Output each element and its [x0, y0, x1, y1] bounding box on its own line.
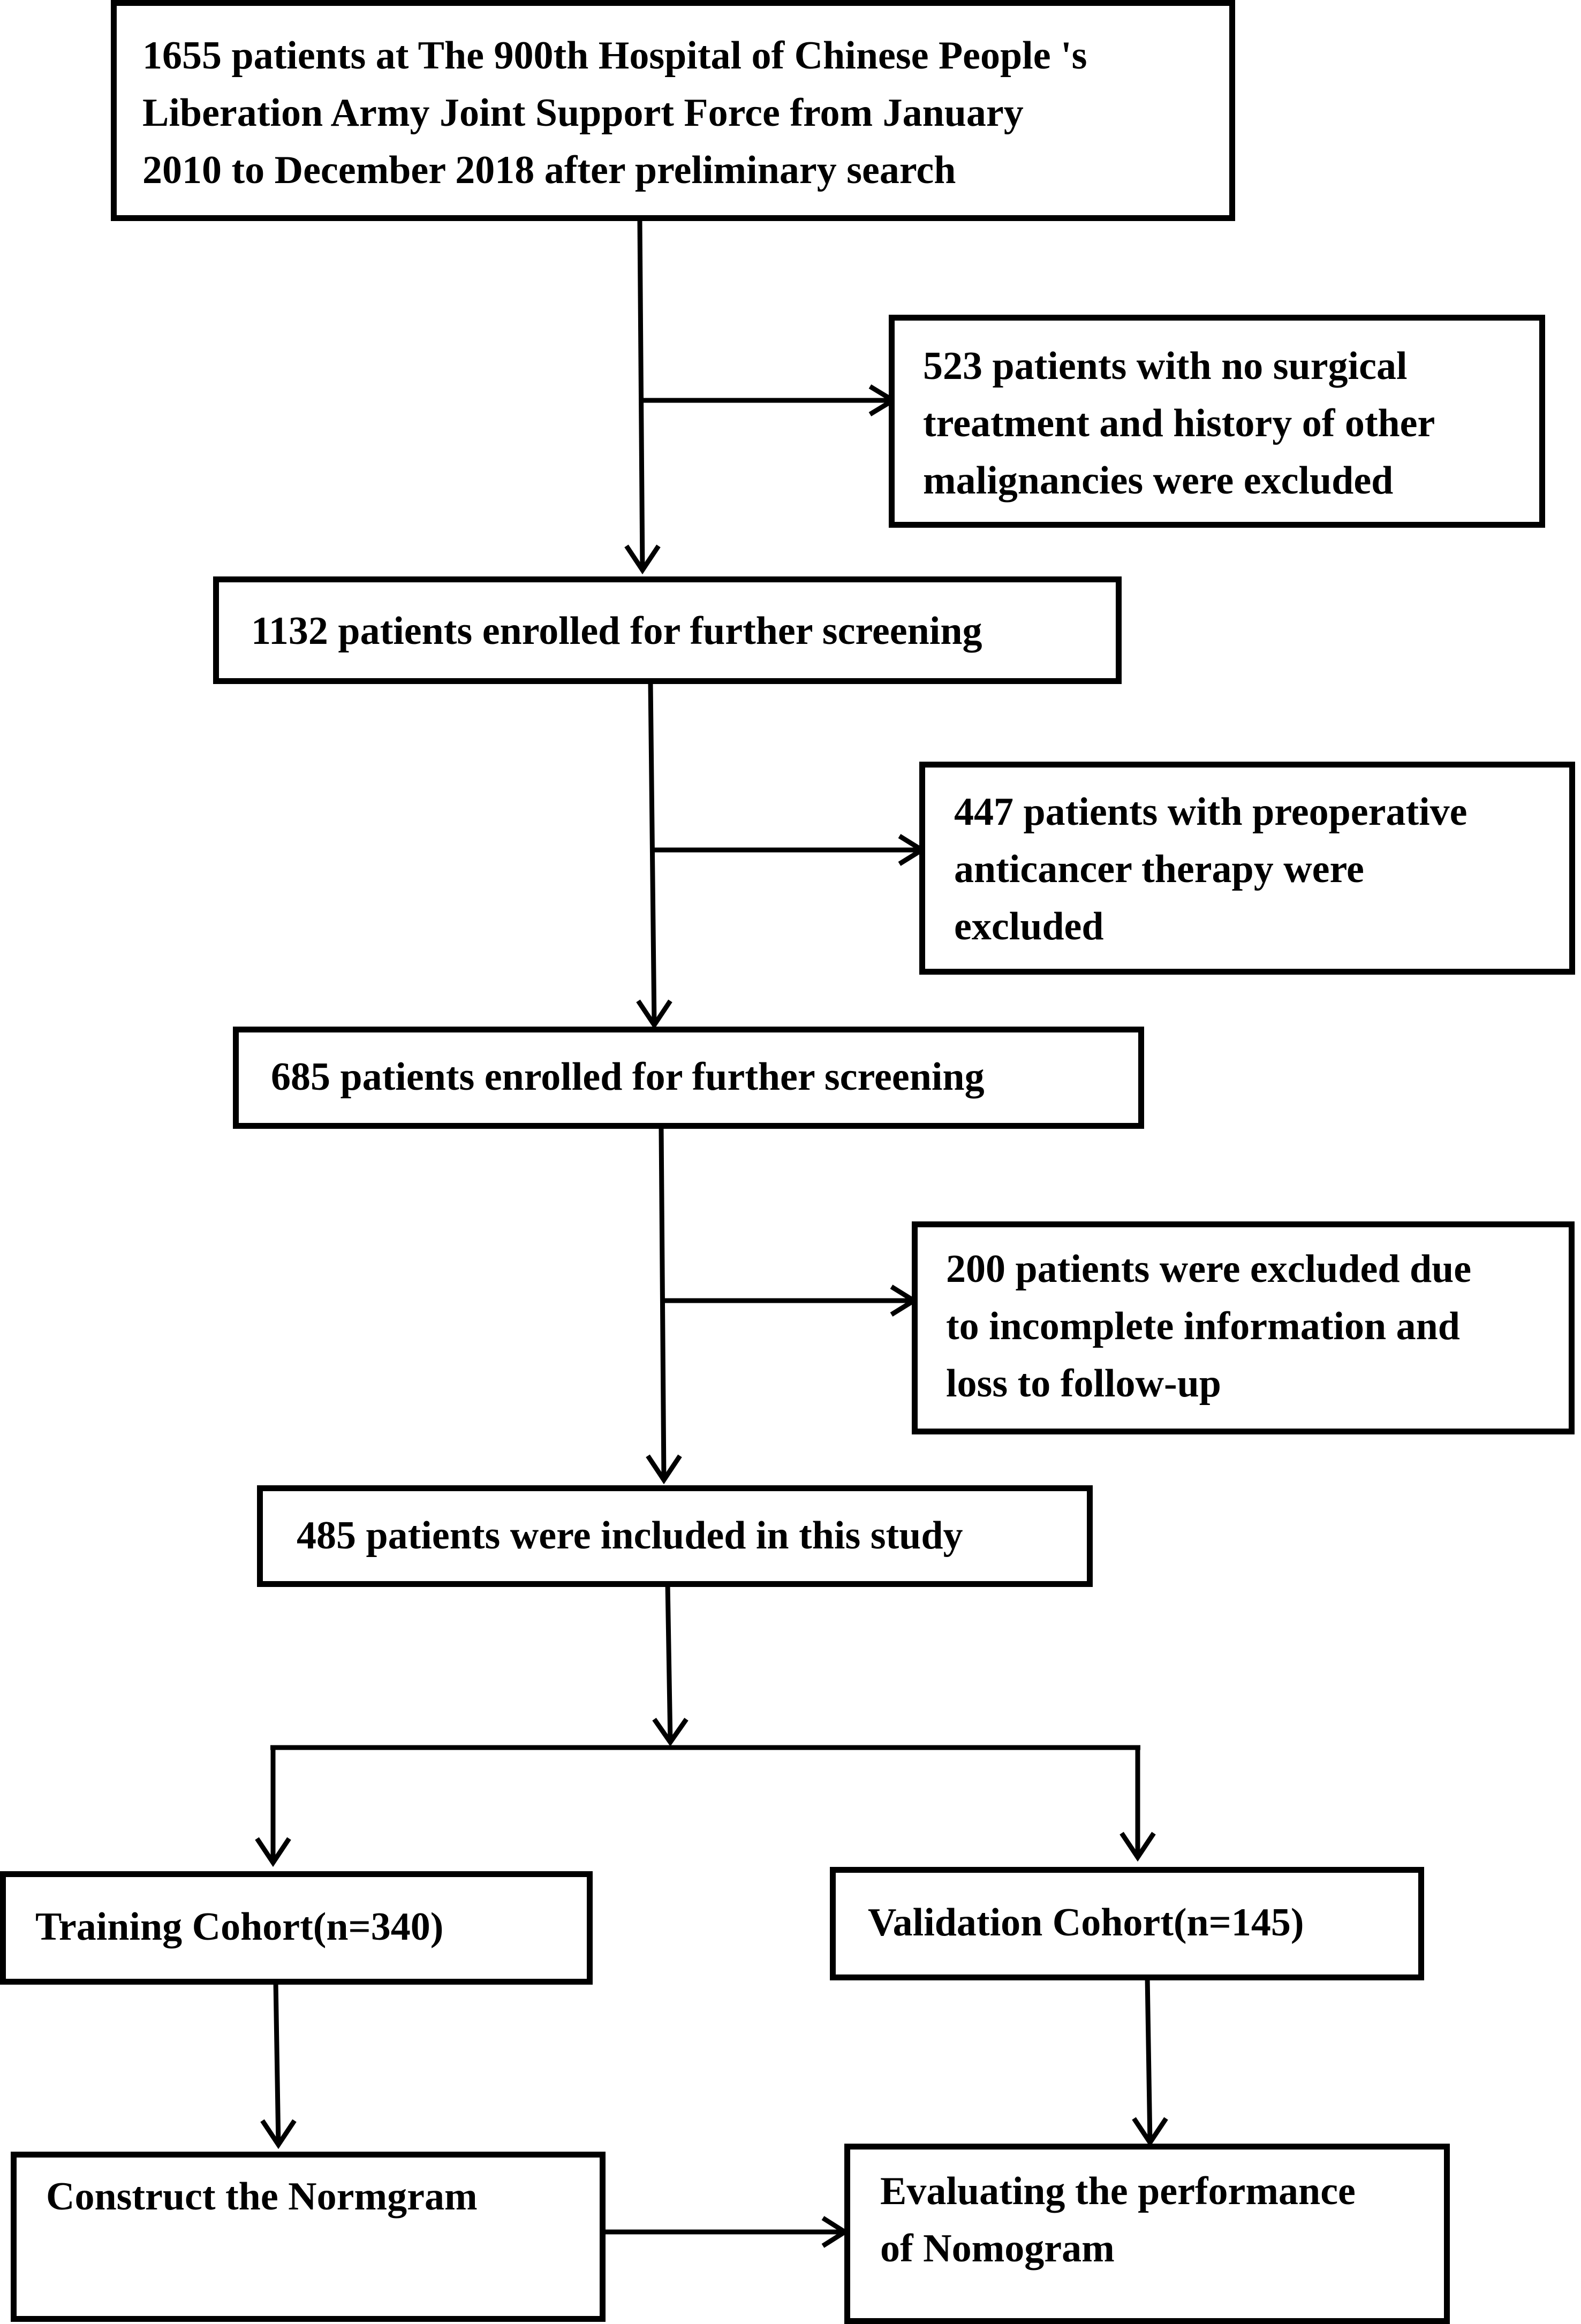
arrow-split-to-training — [255, 1746, 291, 1867]
box-enrolled-685-text: 685 patients enrolled for further screen… — [271, 1055, 985, 1099]
arrow-validation-to-evaluate — [1132, 1976, 1168, 2147]
box-training-cohort-text: Training Cohort(n=340) — [35, 1905, 444, 1949]
box-initial-patients-text: 1655 patients at The 900th Hospital of C… — [142, 34, 1087, 192]
box-included-485: 485 patients were included in this study — [257, 1485, 1093, 1587]
box-exclusion-incomplete: 200 patients were excluded due to incomp… — [912, 1221, 1575, 1434]
box-enrolled-685: 685 patients enrolled for further screen… — [233, 1027, 1144, 1129]
arrow-enrolled2-to-excl3 — [662, 1285, 919, 1317]
box-evaluate-performance-text: Evaluating the performance of Nomogram — [880, 2169, 1356, 2270]
arrow-split-to-validation — [1119, 1746, 1156, 1862]
box-enrolled-1132: 1132 patients enrolled for further scree… — [213, 576, 1122, 684]
arrow-construct-to-evaluate — [604, 2216, 850, 2248]
box-enrolled-1132-text: 1132 patients enrolled for further scree… — [251, 609, 982, 653]
box-included-485-text: 485 patients were included in this study — [297, 1514, 963, 1558]
arrow-enrolled1-to-excl2 — [652, 834, 927, 866]
arrow-enrolled2-to-included — [646, 1128, 682, 1485]
box-exclusion-preoperative: 447 patients with preoperative anticance… — [919, 762, 1575, 975]
arrow-initial-to-excl1 — [641, 384, 898, 416]
box-construct-nomogram-text: Construct the Normgram — [46, 2175, 478, 2219]
box-validation-cohort: Validation Cohort(n=145) — [830, 1867, 1424, 1980]
arrow-initial-to-enrolled1 — [624, 220, 661, 575]
box-construct-nomogram: Construct the Normgram — [11, 2152, 606, 2322]
box-training-cohort: Training Cohort(n=340) — [0, 1871, 593, 1985]
box-evaluate-performance: Evaluating the performance of Nomogram — [844, 2144, 1450, 2324]
arrow-enrolled1-to-enrolled2 — [636, 682, 672, 1030]
box-validation-cohort-text: Validation Cohort(n=145) — [868, 1901, 1304, 1945]
box-exclusion-preoperative-text: 447 patients with preoperative anticance… — [954, 790, 1467, 948]
box-initial-patients: 1655 patients at The 900th Hospital of C… — [111, 0, 1235, 221]
arrow-included-to-split — [652, 1583, 689, 1746]
box-exclusion-no-surgery: 523 patients with no surgical treatment … — [889, 315, 1545, 528]
box-exclusion-no-surgery-text: 523 patients with no surgical treatment … — [923, 344, 1435, 503]
arrow-training-to-construct — [260, 1981, 297, 2150]
box-exclusion-incomplete-text: 200 patients were excluded due to incomp… — [946, 1247, 1472, 1406]
